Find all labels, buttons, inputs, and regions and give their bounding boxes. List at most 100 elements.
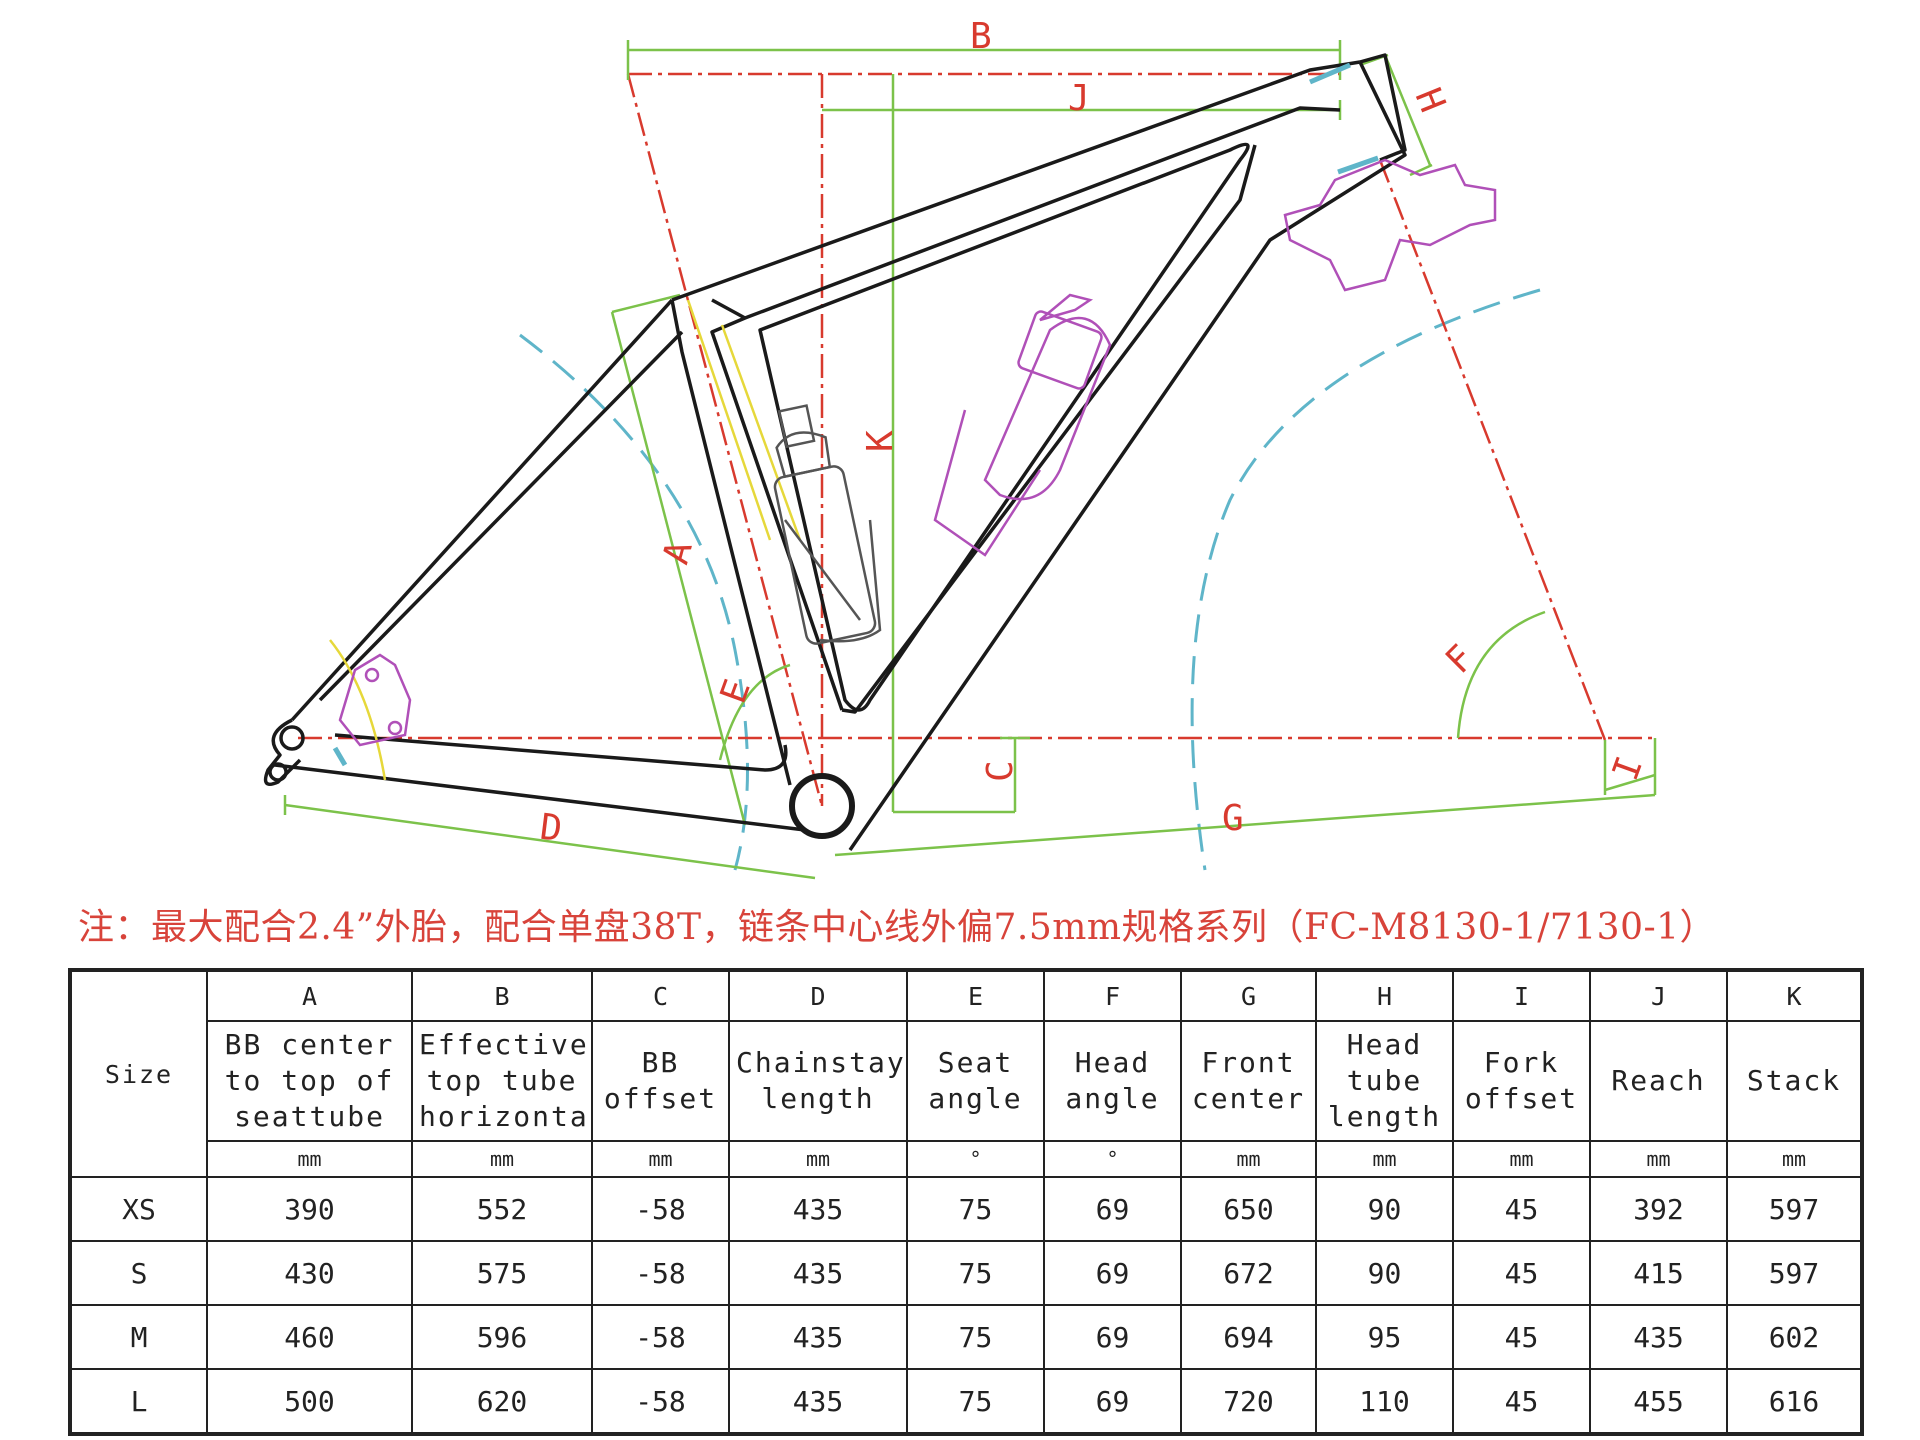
column-unit-f: °	[1043, 1140, 1182, 1178]
fitment-note: 注：最大配合2.4”外胎，配合单盘38T，链条中心线外偏7.5mm规格系列（FC…	[78, 907, 1717, 948]
column-unit-e: °	[906, 1140, 1045, 1178]
value-cell: 720	[1180, 1368, 1317, 1435]
column-letter-i: I	[1452, 969, 1591, 1022]
column-name-line: Front	[1201, 1046, 1296, 1079]
top-tube-inner	[744, 106, 1341, 320]
label-j: J	[1068, 78, 1090, 119]
label-f: F	[1438, 638, 1482, 682]
seat-tube-outline-left	[670, 299, 792, 786]
value-cell: 90	[1315, 1240, 1454, 1306]
main-triangle-inner	[758, 142, 1250, 712]
column-name-line: angle	[1065, 1082, 1160, 1115]
value-cell: 596	[411, 1304, 593, 1370]
rear-brake-caliper	[338, 653, 412, 747]
column-name-line: angle	[928, 1082, 1023, 1115]
label-b: B	[970, 16, 992, 57]
column-name-line: horizonta	[419, 1100, 589, 1133]
label-d: D	[538, 807, 565, 850]
seat-stay-inner	[318, 330, 684, 702]
dropout-hole	[268, 762, 288, 782]
column-name-line: Stack	[1746, 1064, 1842, 1097]
headset-stem	[1283, 158, 1497, 292]
value-cell: 392	[1589, 1176, 1728, 1242]
column-name-line: Fork	[1483, 1046, 1560, 1079]
column-letter-k: K	[1726, 969, 1863, 1022]
column-name-line: center	[1191, 1082, 1306, 1115]
down-tube-outer	[848, 61, 1407, 851]
centerlines	[298, 72, 1655, 807]
head-tube	[1359, 53, 1407, 162]
value-cell: -58	[591, 1368, 730, 1435]
column-unit-a: mm	[206, 1140, 413, 1178]
value-cell: 435	[728, 1368, 908, 1435]
head-angle-arc	[1456, 610, 1546, 739]
dimension-lines	[283, 40, 1657, 880]
value-cell: 650	[1180, 1176, 1317, 1242]
column-letter-g: G	[1180, 969, 1317, 1022]
value-cell: 75	[906, 1240, 1045, 1306]
label-k: K	[860, 430, 901, 452]
column-unit-b: mm	[411, 1140, 593, 1178]
value-cell: 620	[411, 1368, 593, 1435]
column-name-line: BB	[641, 1046, 680, 1079]
column-unit-h: mm	[1315, 1140, 1454, 1178]
label-g: G	[1222, 798, 1244, 839]
column-unit-i: mm	[1452, 1140, 1591, 1178]
value-cell: 415	[1589, 1240, 1728, 1306]
value-cell: 69	[1043, 1304, 1182, 1370]
column-name-line: offset	[1464, 1082, 1579, 1115]
value-cell: 435	[728, 1304, 908, 1370]
value-cell: 90	[1315, 1176, 1454, 1242]
column-letter-c: C	[591, 969, 730, 1022]
value-cell: 435	[728, 1176, 908, 1242]
bike-frame	[263, 53, 1407, 851]
column-name-line: Seat	[937, 1046, 1014, 1079]
seat-tube-centerline	[626, 73, 824, 807]
bottom-bracket	[789, 773, 855, 839]
column-letter-e: E	[906, 969, 1045, 1022]
value-cell: 45	[1452, 1304, 1591, 1370]
dim-a-line	[610, 311, 747, 826]
column-unit-c: mm	[591, 1140, 730, 1178]
size-header-cell: Size	[69, 969, 208, 1178]
size-cell: L	[69, 1368, 208, 1435]
value-cell: 69	[1043, 1240, 1182, 1306]
column-letter-b: B	[411, 969, 593, 1022]
chain-stay-upper	[334, 733, 788, 772]
column-name-line: offset	[603, 1082, 718, 1115]
column-name-line: tube	[1346, 1064, 1423, 1097]
label-i: I	[1605, 751, 1651, 785]
rear-wheel-arc	[519, 333, 749, 871]
dim-d-line	[284, 803, 816, 880]
frame-geometry-diagram: B J H K A E F C D G I	[263, 16, 1657, 880]
column-unit-d: mm	[728, 1140, 908, 1178]
column-name-line: length	[1327, 1100, 1442, 1133]
rear-axle	[279, 725, 305, 751]
seat-stay-outer	[290, 298, 674, 722]
value-cell: 455	[1589, 1368, 1728, 1435]
label-h: H	[1407, 82, 1453, 117]
bottle-in-seat-tube	[773, 404, 882, 645]
column-name-line: length	[761, 1082, 875, 1115]
dim-h-line	[1383, 54, 1432, 166]
column-name-line: Reach	[1611, 1064, 1706, 1097]
size-cell: S	[69, 1240, 208, 1306]
column-name-k: Stack	[1726, 1020, 1863, 1142]
column-name-line: seattube	[234, 1100, 385, 1133]
value-cell: 430	[206, 1240, 413, 1306]
column-name-line: to top of	[224, 1064, 395, 1097]
seat-tube-outline-right	[710, 298, 844, 711]
column-letter-a: A	[206, 969, 413, 1022]
value-cell: 435	[1589, 1304, 1728, 1370]
